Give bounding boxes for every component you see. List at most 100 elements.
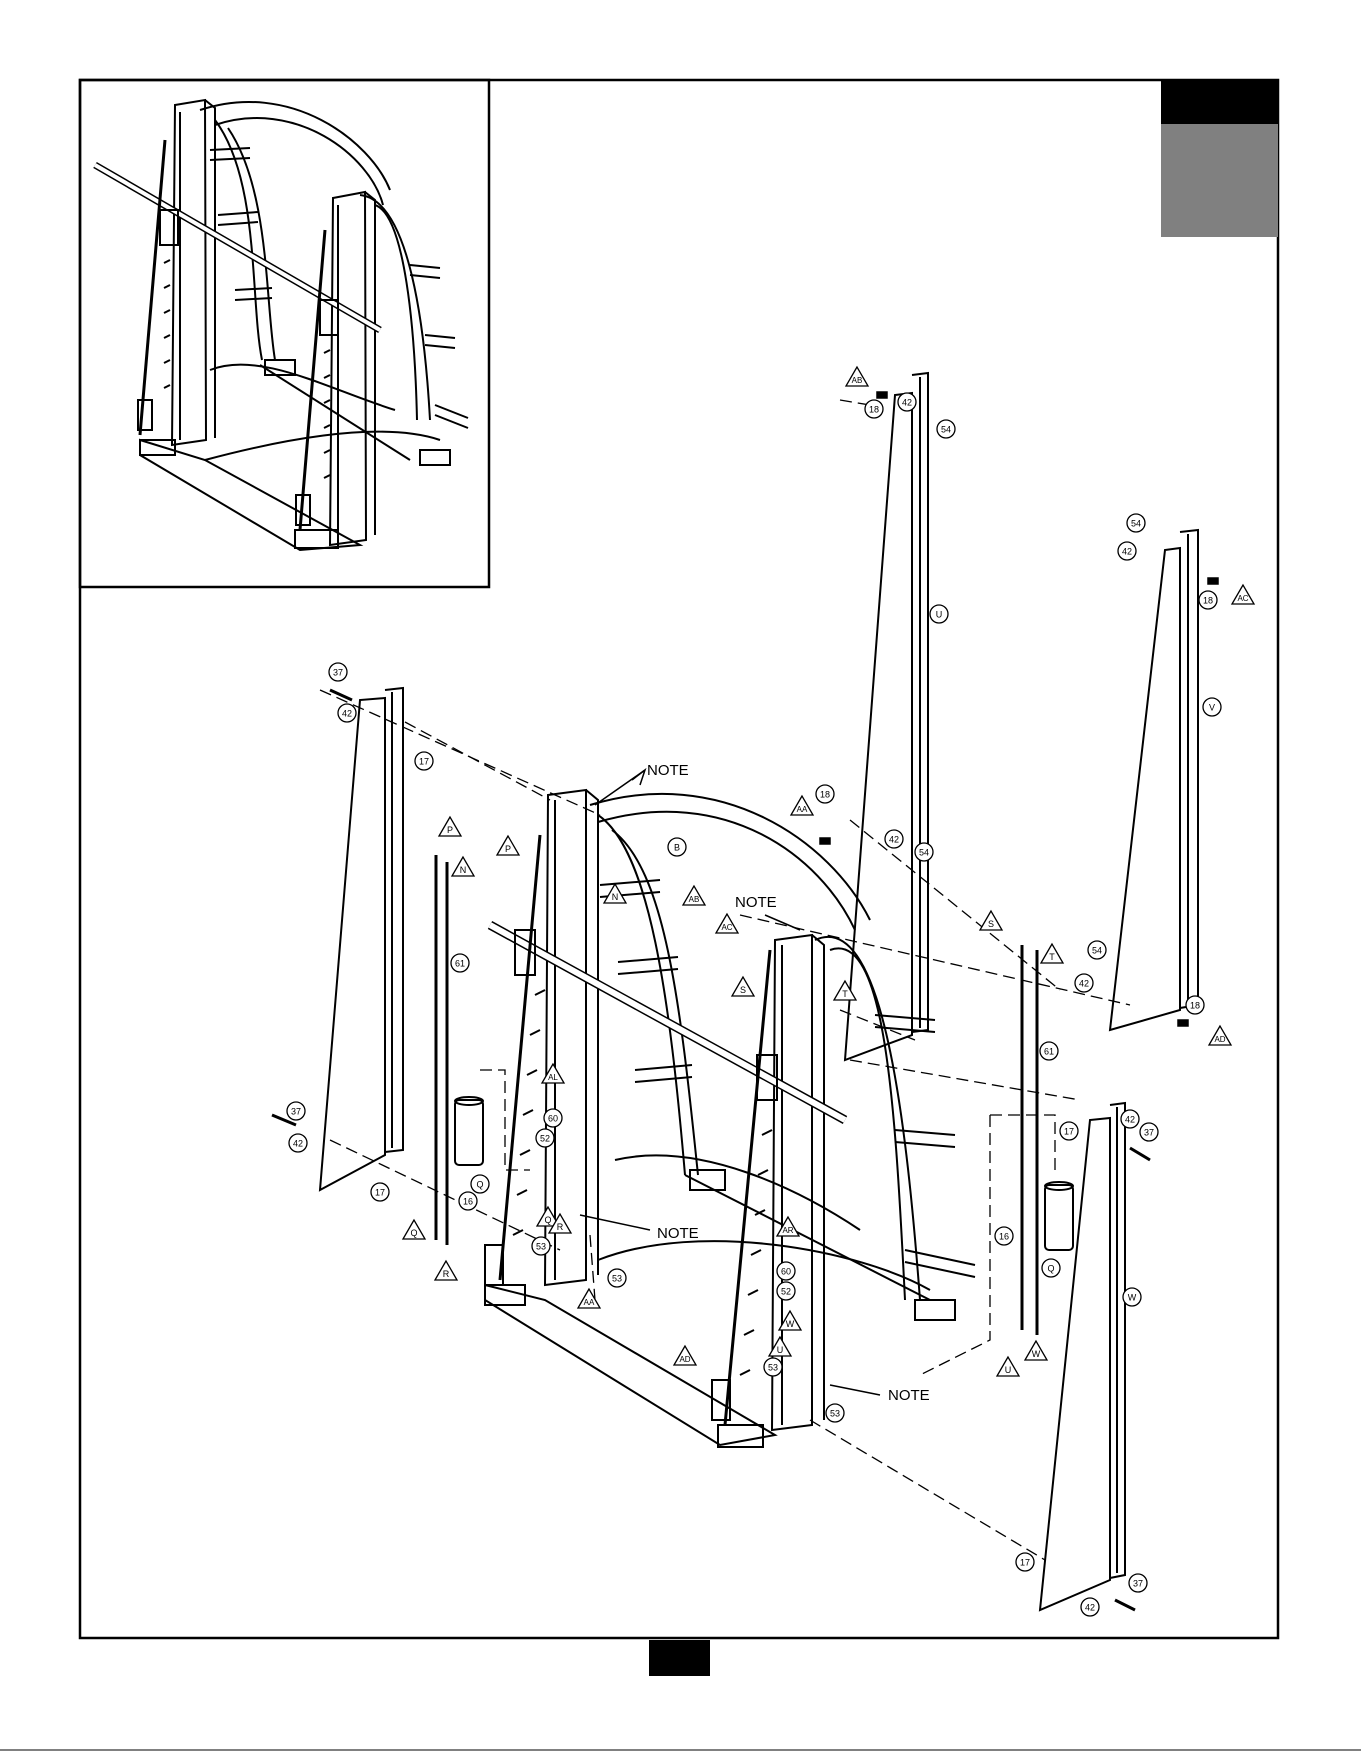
page-number-box [649,1640,710,1676]
triangle-reference-label: U [777,1345,784,1355]
part-callout: 61 [1040,1042,1058,1060]
part-callout: 42 [1081,1598,1099,1616]
part-callout-label: 53 [536,1242,546,1252]
part-callout: 37 [287,1102,305,1120]
part-callout: 37 [329,663,347,681]
part-callout-label: U [936,610,943,620]
triangle-reference-label: N [460,865,467,875]
part-callout-label: 42 [1122,547,1132,557]
assembly-lines [320,400,1130,1560]
triangle-reference-label: W [786,1319,795,1329]
part-callout-label: 60 [548,1114,558,1124]
triangle-reference-label: R [443,1269,450,1279]
part-callout-label: 42 [293,1139,303,1149]
page-frame [80,80,1278,1638]
part-callout: 42 [338,704,356,722]
part-callout-label: 61 [455,959,465,969]
part-callout: 54 [915,843,933,861]
part-callout-label: 17 [1064,1127,1074,1137]
part-callout-label: 42 [1079,979,1089,989]
note-leaders [580,770,880,1395]
part-callout: 54 [937,420,955,438]
part-callout-label: 42 [342,709,352,719]
part-callout: 17 [1060,1122,1078,1140]
part-callout: 18 [865,400,883,418]
part-callout: 16 [995,1227,1013,1245]
section-tab-dark [1161,80,1278,124]
triangle-reference-label: U [1005,1365,1012,1375]
part-callout: 42 [1075,974,1093,992]
part-callout: 16 [459,1192,477,1210]
triangle-reference: AD [1209,1026,1231,1045]
triangle-reference-label: S [740,985,746,995]
part-callout: 18 [1199,591,1217,609]
triangle-reference: AC [716,914,738,933]
triangle-reference: T [834,981,856,1000]
triangle-reference-label: T [1049,952,1055,962]
part-callout: 37 [1129,1574,1147,1592]
part-callout-label: 37 [1144,1128,1154,1138]
triangle-reference-label: AL [548,1073,558,1082]
part-callout: 52 [777,1282,795,1300]
part-callout-label: 53 [830,1409,840,1419]
triangle-reference-label: AB [689,895,700,904]
part-callout: 42 [1121,1110,1139,1128]
part-callout: 42 [289,1134,307,1152]
triangle-reference-label: Q [544,1215,551,1225]
part-callout: 42 [1118,542,1136,560]
part-callout: 52 [536,1129,554,1147]
part-callout-label: 42 [1125,1115,1135,1125]
triangle-reference-label: AC [721,923,732,932]
part-callout: 53 [608,1269,626,1287]
note-label: NOTE [888,1387,930,1404]
part-callout: B [668,838,686,856]
part-callout-label: 42 [889,835,899,845]
part-callout-label: 17 [419,757,429,767]
part-callout: 60 [544,1109,562,1127]
part-callout: Q [471,1175,489,1193]
part-callout: 37 [1140,1123,1158,1141]
hardware [272,392,1218,1610]
triangle-reference-label: P [505,844,511,854]
part-callout-label: 61 [1044,1047,1054,1057]
part-callout: 18 [816,785,834,803]
triangle-reference: P [439,817,461,836]
part-callout-label: 16 [999,1232,1009,1242]
triangle-reference-label: P [447,825,453,835]
triangle-reference: P [497,836,519,855]
triangle-reference-label: AA [584,1298,595,1307]
part-callout-label: 60 [781,1267,791,1277]
triangle-reference: AR [777,1217,799,1236]
part-callout-label: B [674,843,680,853]
triangle-reference: AC [1232,585,1254,604]
triangle-reference-label: AC [1237,594,1248,603]
part-callout: 42 [898,393,916,411]
part-callout-label: Q [476,1180,483,1190]
triangle-reference: U [997,1357,1019,1376]
triangle-reference: AD [674,1346,696,1365]
part-callout: 61 [451,954,469,972]
part-callout: 54 [1127,514,1145,532]
part-callout-label: 37 [333,668,343,678]
part-callout: 18 [1186,996,1204,1014]
part-callout-label: 52 [781,1287,791,1297]
part-callout: 60 [777,1262,795,1280]
part-callout: 17 [1016,1553,1034,1571]
part-callout-label: 54 [941,425,951,435]
triangle-reference-label: AD [1214,1035,1225,1044]
triangle-reference: S [980,911,1002,930]
note-label: NOTE [735,894,777,911]
part-callout: 42 [885,830,903,848]
part-callout: 17 [371,1183,389,1201]
triangle-reference-label: AA [797,805,808,814]
triangle-reference-label: R [557,1222,564,1232]
part-callout-label: 16 [463,1197,473,1207]
triangle-reference: AB [846,367,868,386]
part-callout-label: 54 [919,848,929,858]
section-tab-gray [1161,124,1278,237]
part-callout-label: 17 [1020,1558,1030,1568]
triangle-reference: AA [791,796,813,815]
part-callout: 53 [764,1358,782,1376]
part-callout: 17 [415,752,433,770]
